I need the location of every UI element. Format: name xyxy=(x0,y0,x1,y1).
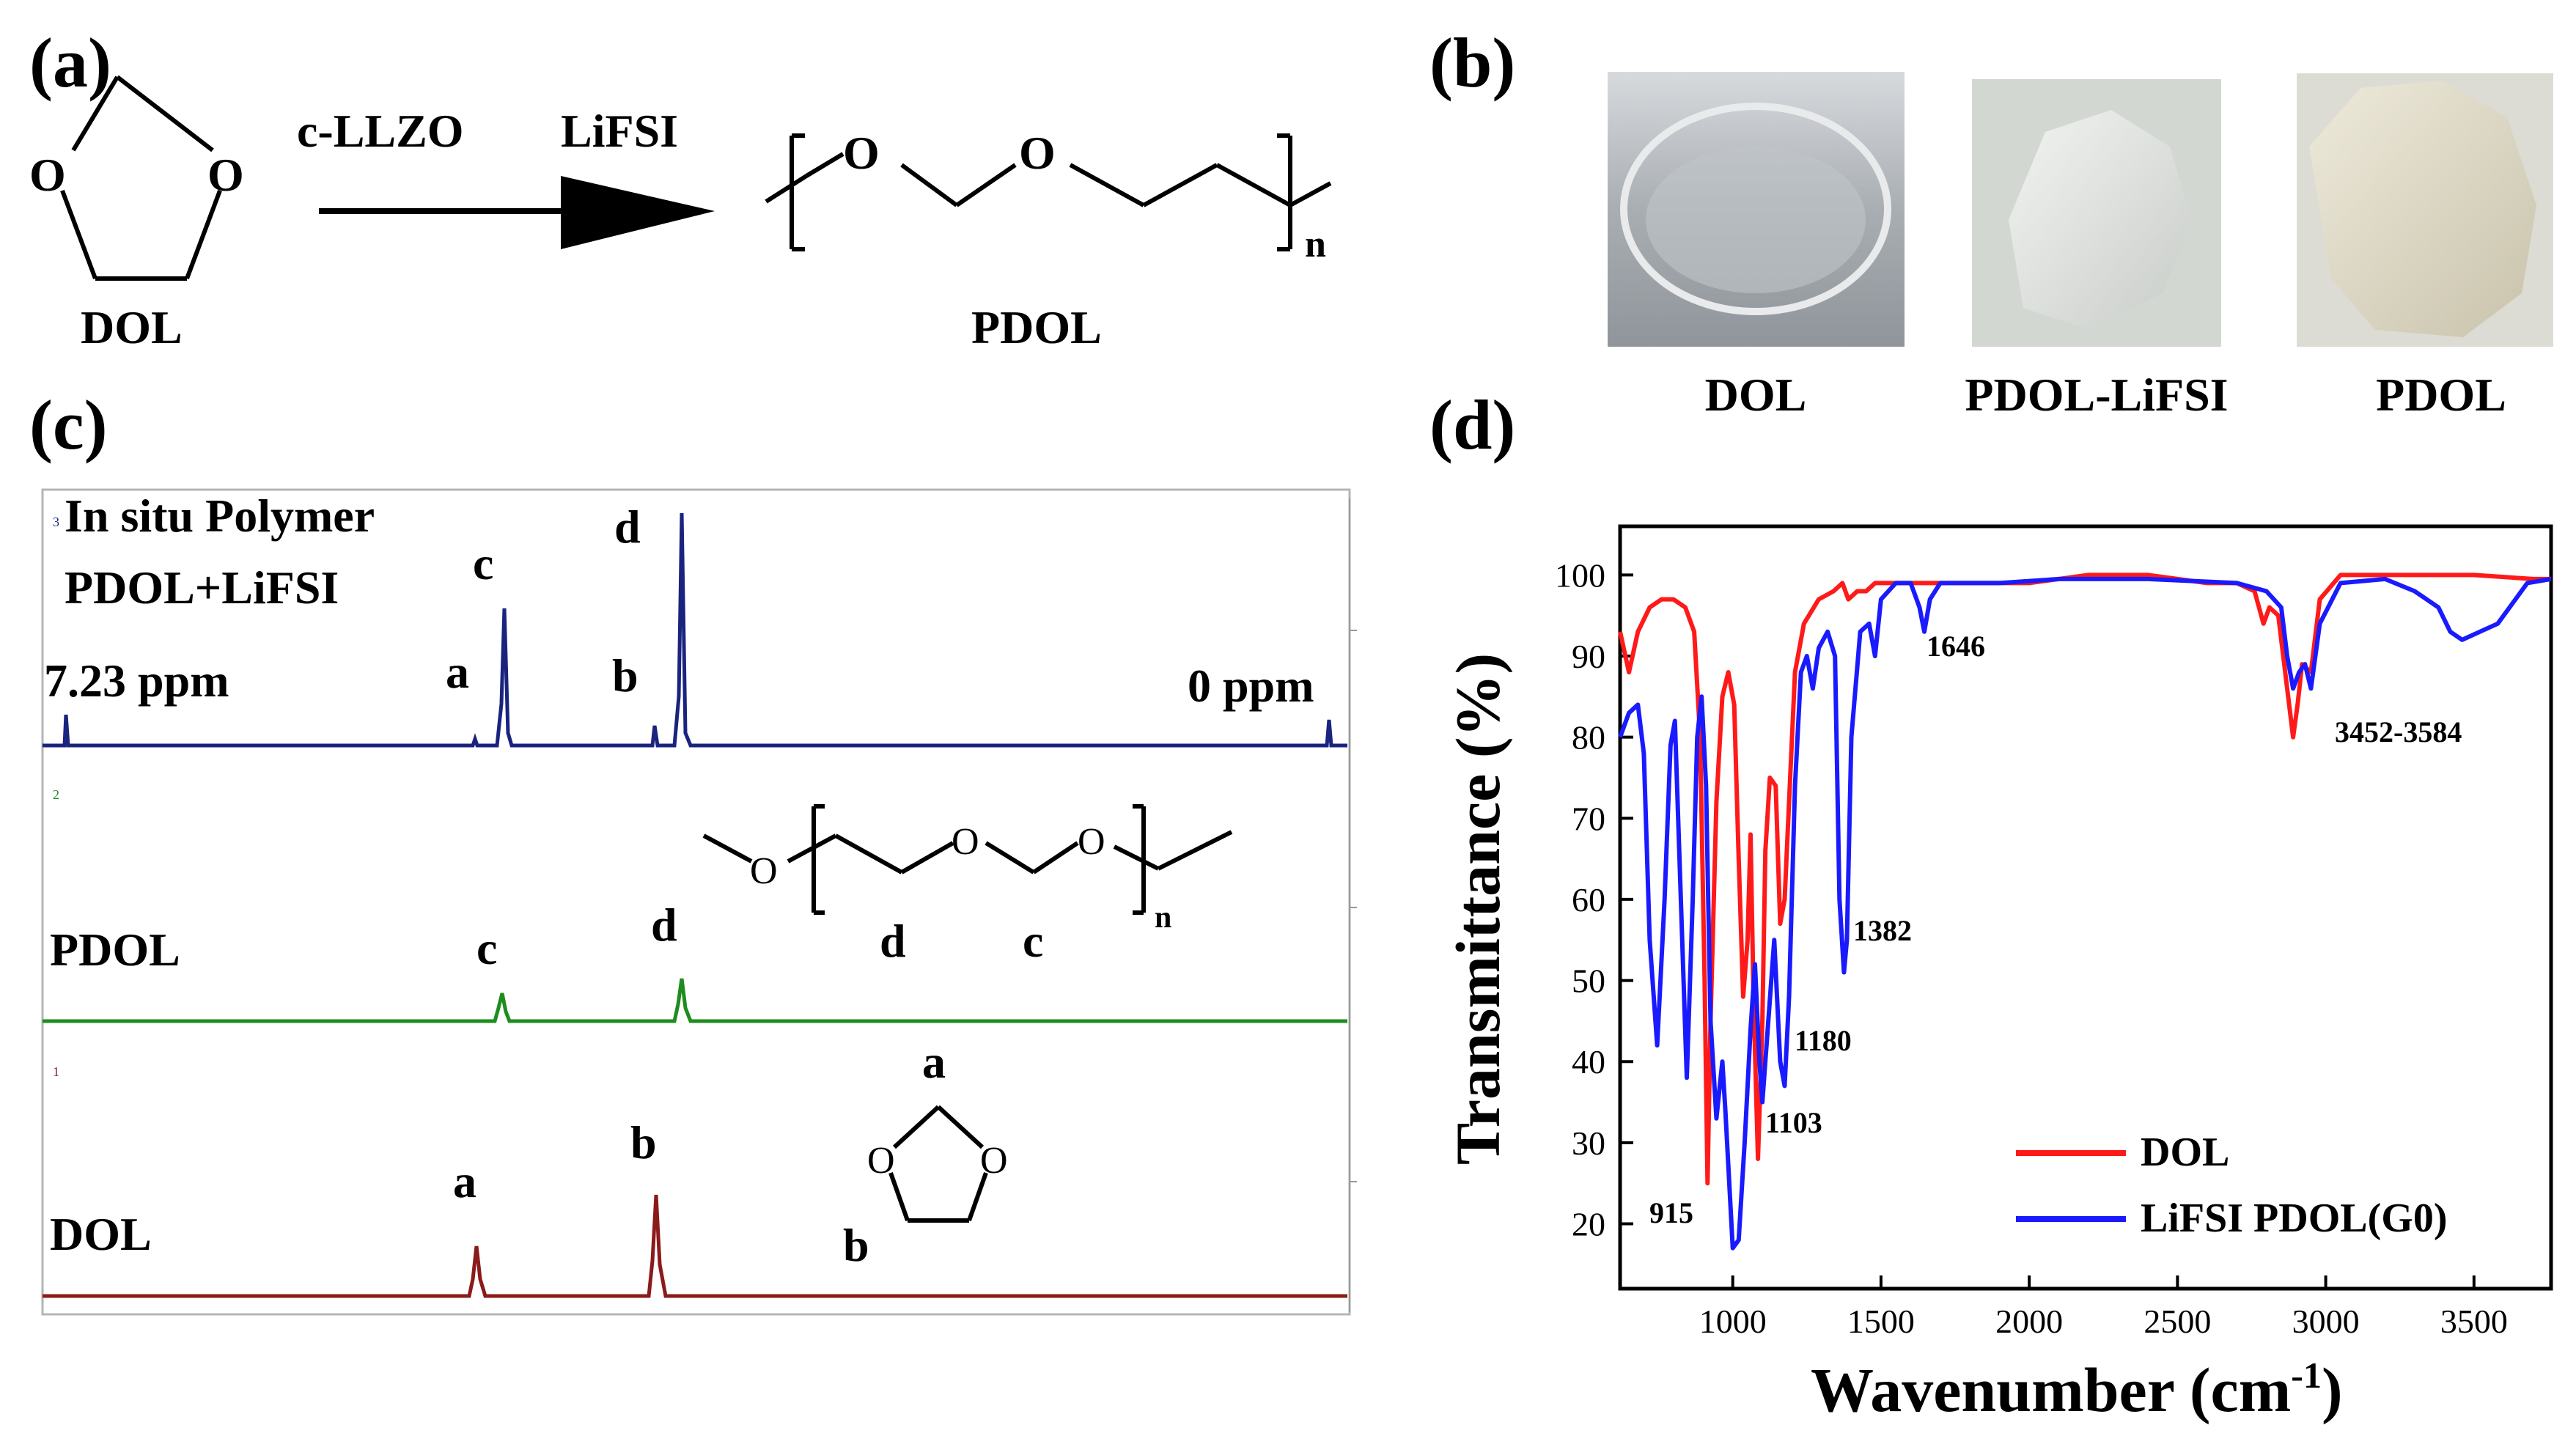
nmr-dol-label-b: b xyxy=(843,1219,869,1271)
nmr-frame xyxy=(41,488,1351,1316)
ftir-ylabel: Transmittance (%) xyxy=(1443,653,1513,1165)
nmr-ppm-right: 0 ppm xyxy=(1188,660,1314,712)
y-tick-label: 80 xyxy=(1572,719,1605,756)
trace-index-1: 1 xyxy=(53,1064,59,1079)
nmr-mid-title: PDOL xyxy=(50,924,180,976)
series-line-lifsi-pdol xyxy=(1618,576,2552,1251)
nmr-pdol-structure xyxy=(702,804,1233,915)
y-tick-label: 30 xyxy=(1572,1124,1605,1162)
panel-b-label: (b) xyxy=(1429,23,1515,102)
panel-d-label: (d) xyxy=(1429,386,1515,464)
x-tick-label: 2000 xyxy=(1995,1303,2063,1340)
nmr-bottom-title: DOL xyxy=(50,1208,152,1260)
nmr-top-peak-b: b xyxy=(612,649,639,702)
nmr-trace-pdol-lifsi xyxy=(43,512,1347,748)
nmr-struct-o-3: O xyxy=(1078,821,1105,863)
y-tick-label: 40 xyxy=(1572,1043,1605,1080)
nmr-struct-o-1: O xyxy=(750,850,778,892)
nmr-struct-o-2: O xyxy=(952,821,979,863)
nmr-trace-pdol xyxy=(43,978,1347,1023)
ftir-annot-1646: 1646 xyxy=(1927,630,1985,663)
y-tick-label: 100 xyxy=(1555,556,1605,594)
ftir-annot-3452-3584: 3452-3584 xyxy=(2335,715,2462,748)
nmr-dol-o-right: O xyxy=(980,1140,1008,1182)
y-tick-label: 70 xyxy=(1572,800,1605,837)
ftir-annot-915: 915 xyxy=(1649,1196,1693,1229)
nmr-dol-structure xyxy=(888,1105,988,1223)
nmr-struct-label-d: d xyxy=(880,915,906,967)
ftir-xlabel: Wavenumber (cm-1) xyxy=(1811,1355,2343,1425)
x-tick-label: 3500 xyxy=(2440,1303,2508,1340)
nmr-ppm-left: 7.23 ppm xyxy=(44,655,229,707)
nmr-right-scale xyxy=(1349,498,1357,1312)
caption-pdol-lifsi: PDOL-LiFSI xyxy=(1965,369,2228,421)
reaction-arrowhead xyxy=(561,176,715,249)
panel-a: (a) O O DOL c-LLZO LiFSI xyxy=(29,23,1332,353)
trace-index-2: 2 xyxy=(53,787,59,802)
ftir-legend: DOL LiFSI PDOL(G0) xyxy=(2016,1130,2447,1241)
ftir-annot-1103: 1103 xyxy=(1765,1106,1822,1139)
x-tick-label: 3000 xyxy=(2292,1303,2360,1340)
dol-reactant-label: DOL xyxy=(81,301,183,353)
nmr-bottom-peak-a: a xyxy=(453,1155,476,1207)
photo-dol-liquid xyxy=(1646,147,1866,293)
ftir-axis-ticks: 1000 1500 2000 2500 3000 3500 20 30 40 50 60 70 80 90… xyxy=(1555,556,2508,1340)
panel-b: (b) DOL PDOL-LiFSI PDOL xyxy=(1429,23,2553,421)
ftir-plot-frame xyxy=(1618,524,2553,1291)
nmr-top-peak-a: a xyxy=(446,646,469,698)
photo-dol-dish-rim xyxy=(1620,103,1891,315)
y-tick-label: 50 xyxy=(1572,962,1605,1000)
panel-c: (c) 3 2 1 In situ Polymer PDOL+LiFSI 7.2… xyxy=(29,386,1357,1316)
ftir-annot-1180: 1180 xyxy=(1795,1024,1852,1057)
photo-pdol-chunk xyxy=(2309,81,2536,337)
legend-label-lifsi-pdol: LiFSI PDOL(G0) xyxy=(2141,1196,2447,1241)
pdol-product-label: PDOL xyxy=(971,301,1102,353)
dol-o-right: O xyxy=(207,149,244,201)
pdol-structure xyxy=(765,133,1332,251)
reagent-c-llzo: c-LLZO xyxy=(297,105,464,157)
ftir-series-lines xyxy=(1618,572,2552,1251)
dol-o-left: O xyxy=(29,149,66,201)
pdol-subscript-n: n xyxy=(1305,224,1326,265)
legend-label-dol: DOL xyxy=(2141,1130,2229,1175)
nmr-trace-dol xyxy=(43,1194,1347,1298)
nmr-struct-label-c: c xyxy=(1023,915,1043,967)
nmr-top-peak-c: c xyxy=(473,537,493,589)
caption-pdol: PDOL xyxy=(2376,369,2506,421)
nmr-bottom-peak-b: b xyxy=(630,1116,657,1168)
pdol-o-1: O xyxy=(843,127,880,179)
panel-d: (d) 1000 1500 2000 2500 3000 3500 20 30 40 50 60 70… xyxy=(1429,386,2553,1425)
trace-index-3: 3 xyxy=(53,515,59,529)
nmr-mid-peak-c: c xyxy=(476,922,497,974)
x-tick-label: 2500 xyxy=(2143,1303,2211,1340)
dol-structure xyxy=(60,75,222,281)
photo-pdol-lifsi-chunk xyxy=(2009,110,2192,330)
nmr-dol-label-a: a xyxy=(922,1036,946,1088)
nmr-mid-peak-d: d xyxy=(651,899,677,951)
y-tick-label: 90 xyxy=(1572,638,1605,675)
ftir-annot-1382: 1382 xyxy=(1853,914,1912,947)
x-tick-label: 1000 xyxy=(1699,1303,1767,1340)
panel-a-label: (a) xyxy=(29,23,111,102)
nmr-top-title-1: In situ Polymer xyxy=(65,490,375,542)
series-line-dol xyxy=(1618,572,2551,1186)
reagent-lifsi: LiFSI xyxy=(561,105,678,157)
x-tick-label: 1500 xyxy=(1847,1303,1915,1340)
nmr-top-title-2: PDOL+LiFSI xyxy=(65,562,339,614)
nmr-top-peak-d: d xyxy=(614,501,641,553)
nmr-struct-n: n xyxy=(1155,901,1171,935)
caption-dol: DOL xyxy=(1705,369,1807,421)
nmr-dol-o-left: O xyxy=(867,1140,895,1182)
pdol-o-2: O xyxy=(1019,127,1056,179)
y-tick-label: 60 xyxy=(1572,881,1605,918)
y-tick-label: 20 xyxy=(1572,1205,1605,1242)
panel-c-label: (c) xyxy=(29,386,108,464)
